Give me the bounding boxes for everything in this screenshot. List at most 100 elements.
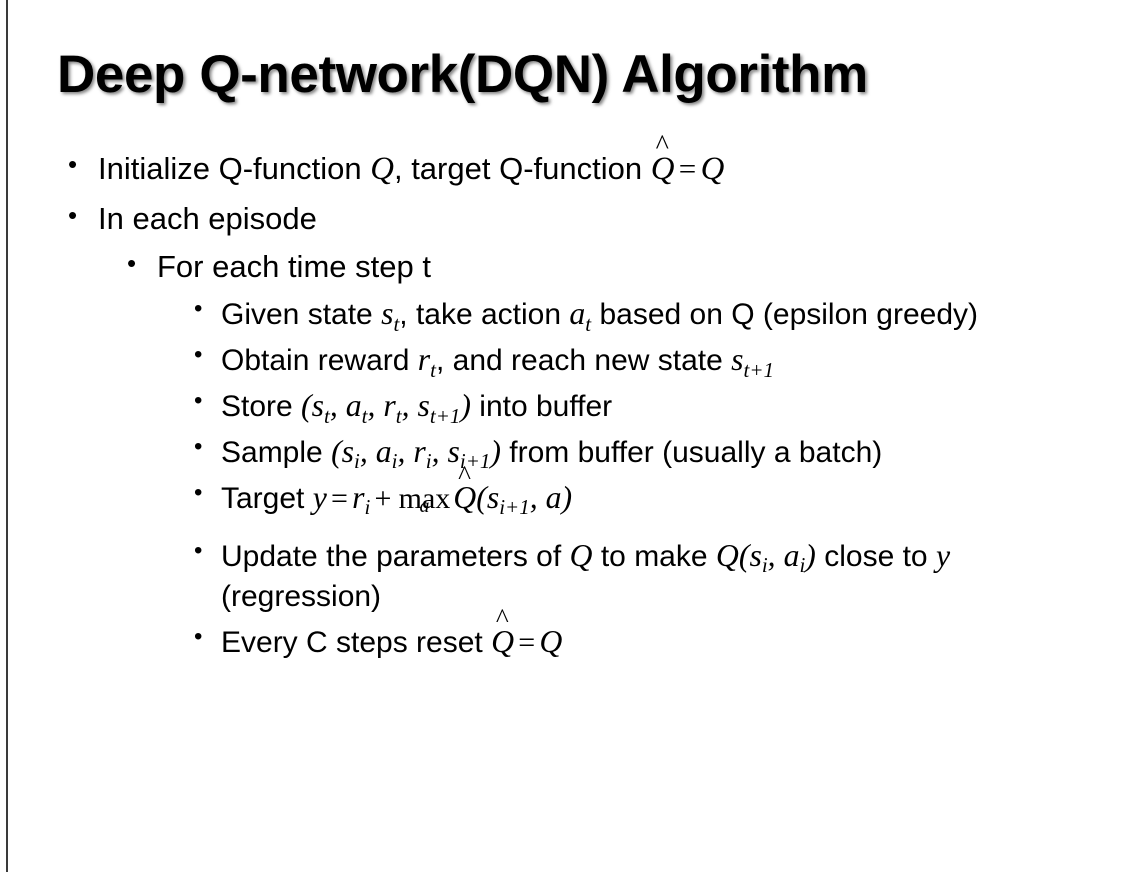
text-given-3: based on Q (epsilon greedy) <box>591 298 979 332</box>
math-s-obtain: st+1 <box>731 342 774 381</box>
math-equals-target: = <box>331 482 348 516</box>
bullet-sample-text: Sample (si, ai, ri, si+1) from buffer (u… <box>221 431 1096 473</box>
math-r-sample-sub: i <box>425 449 432 474</box>
math-a-given-sub: t <box>585 311 592 336</box>
bullet-update: • Update the parameters of Q to make Q(s… <box>0 535 1124 617</box>
math-a-store-sub: t <box>361 403 368 428</box>
bullet-in-each-episode: • In each episode <box>0 199 1124 239</box>
bullet-reset-target-network: • Every C steps reset ^Q=Q <box>0 605 1124 663</box>
text-reset-1: Every C steps reset <box>221 625 492 659</box>
text-obtain-2: , and reach new state <box>435 344 732 378</box>
math-q-update-2: Q <box>715 538 739 574</box>
math-a-sample-base: a <box>375 434 392 470</box>
math-a-sample-sub: i <box>391 449 398 474</box>
text-given-1: Given state <box>221 298 382 332</box>
math-paren-open-store: ( <box>301 388 312 424</box>
math-s-update-sub: i <box>761 553 768 578</box>
hat-accent-icon: ^ <box>495 603 509 634</box>
math-qhat-target-base: Q <box>453 480 477 516</box>
text-initialize-2: , target Q-function <box>393 151 651 186</box>
bullet-marker: • <box>127 248 137 278</box>
math-s-target: si+1 <box>487 480 530 519</box>
math-comma-store-1: , <box>329 388 346 424</box>
math-s-sample-1-base: s <box>341 434 355 470</box>
math-a-sample: ai <box>375 434 398 473</box>
math-comma-sample-1: , <box>359 434 376 470</box>
math-paren-close-store: ) <box>460 388 471 424</box>
math-s-store-2-base: s <box>417 388 430 424</box>
slide-left-border <box>6 0 8 872</box>
math-s-update-base: s <box>749 538 762 574</box>
bullet-for-each-time-step-text: For each time step t <box>157 249 431 284</box>
text-given-2: , take action <box>399 298 570 332</box>
math-s-obtain-base: s <box>731 342 744 378</box>
bullet-marker: • <box>68 199 78 230</box>
math-comma-sample-3: , <box>431 434 448 470</box>
math-s-given-sub: t <box>393 311 400 336</box>
math-r-obtain-sub: t <box>430 357 436 382</box>
math-r-store: rt <box>383 388 401 427</box>
math-q-update-1: Q <box>569 538 593 574</box>
math-paren-close-update: ) <box>805 538 816 574</box>
math-s-sample-2-sub: i+1 <box>459 449 491 474</box>
bullet-marker: • <box>194 387 203 415</box>
math-y-target: y <box>312 480 327 516</box>
math-paren-open-sample: ( <box>331 434 342 470</box>
math-paren-open-target: ( <box>476 480 487 516</box>
text-update-1: Update the parameters of <box>221 540 570 574</box>
text-update-3: close to <box>815 540 936 574</box>
math-r-store-base: r <box>383 388 396 424</box>
math-a-store-base: a <box>345 388 362 424</box>
bullet-marker: • <box>68 149 78 179</box>
math-s-store-2: st+1 <box>417 388 461 427</box>
text-update-4: (regression) <box>221 580 382 614</box>
math-max-subscript: a <box>419 495 430 518</box>
math-r-sample: ri <box>413 434 431 473</box>
math-s-sample-2: si+1 <box>447 434 491 473</box>
math-qhat-initialize: ^Q <box>651 131 675 191</box>
bullet-reset-text: Every C steps reset ^Q=Q <box>221 605 1096 663</box>
math-s-sample-2-base: s <box>447 434 460 470</box>
bullet-marker: • <box>194 479 203 507</box>
math-equals-initialize: = <box>678 151 697 186</box>
bullet-list: • Initialize Q-function Q, target Q-func… <box>0 131 1124 667</box>
math-r-target: ri <box>352 480 370 519</box>
slide-title: Deep Q-network(DQN) Algorithm <box>57 45 868 104</box>
math-qhat-reset-base: Q <box>491 623 515 659</box>
bullet-marker: • <box>194 433 203 461</box>
bullet-obtain-reward-text: Obtain reward rt, and reach new state st… <box>221 339 1096 381</box>
math-q-initialize-rhs: Q <box>700 151 725 187</box>
math-comma-target: , <box>529 480 546 516</box>
math-a-given: at <box>569 296 591 335</box>
math-a-target: a <box>545 480 562 516</box>
math-s-store-1: st <box>312 388 330 427</box>
math-s-update: si <box>749 538 767 577</box>
math-paren-close-sample: ) <box>490 434 501 470</box>
hat-accent-icon: ^ <box>655 130 669 162</box>
math-y-update: y <box>935 538 951 574</box>
math-a-given-base: a <box>569 296 586 332</box>
math-paren-close-target: ) <box>561 480 573 516</box>
text-sample-1: Sample <box>221 436 332 470</box>
math-r-obtain-base: r <box>417 342 431 378</box>
math-equals-reset: = <box>518 625 536 659</box>
math-s-target-sub: i+1 <box>499 495 530 520</box>
math-comma-sample-2: , <box>397 434 414 470</box>
math-r-target-sub: i <box>364 495 371 520</box>
bullet-for-each-time-step: • For each time step t <box>0 247 1124 287</box>
math-q-reset: Q <box>539 623 563 659</box>
math-paren-open-update: ( <box>738 538 750 574</box>
math-a-update-sub: i <box>799 553 806 578</box>
math-qhat-reset: ^Q <box>491 605 515 663</box>
math-s-store-1-sub: t <box>324 403 330 428</box>
bullet-store-text: Store (st, at, rt, st+1) into buffer <box>221 385 1096 427</box>
math-a-update-base: a <box>783 538 800 574</box>
bullet-given-state: • Given state st, take action at based o… <box>0 293 1124 335</box>
bullet-store: • Store (st, at, rt, st+1) into buffer <box>0 385 1124 427</box>
math-s-given-base: s <box>381 296 394 332</box>
math-s-obtain-sub: t+1 <box>743 357 774 382</box>
bullet-obtain-reward: • Obtain reward rt, and reach new state … <box>0 339 1124 381</box>
text-obtain-1: Obtain reward <box>221 344 418 378</box>
